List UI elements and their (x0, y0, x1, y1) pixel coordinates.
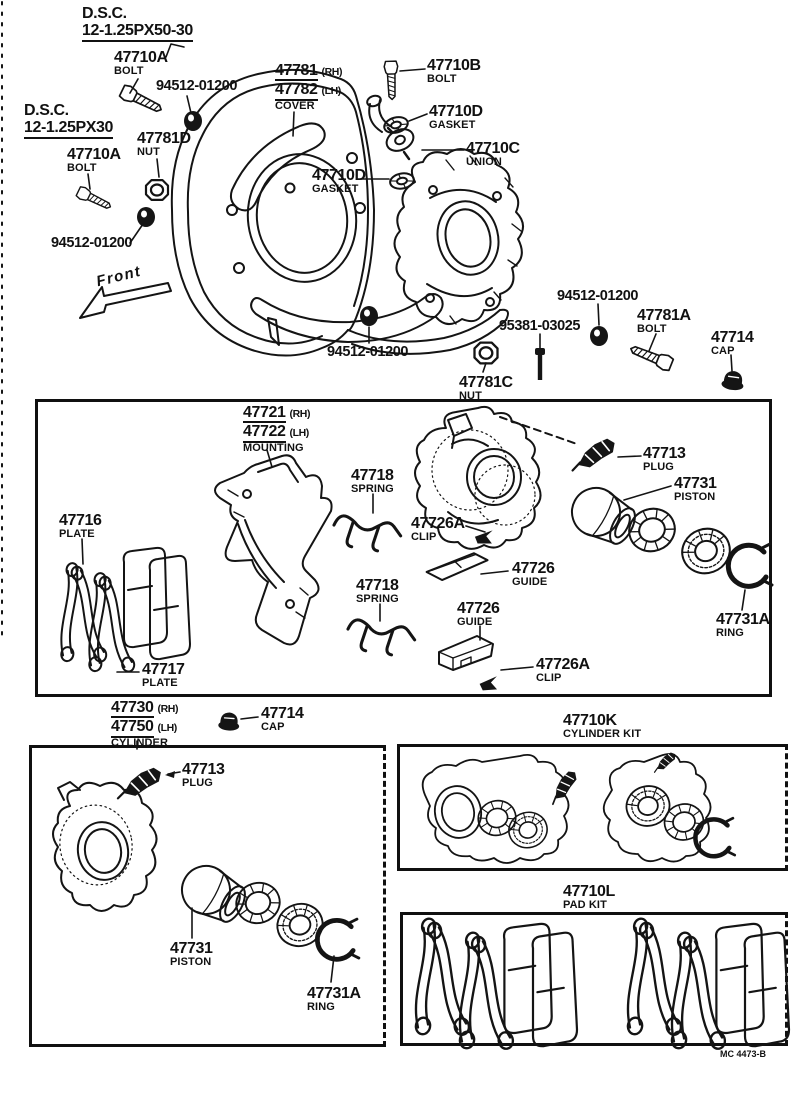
washer-center-art (359, 305, 379, 327)
label-union: 47710C UNION (466, 140, 520, 169)
ring-bottom-art (317, 919, 358, 959)
label-nut-c: 47781C NUT (459, 374, 513, 403)
caliper-mid-art (414, 405, 542, 550)
pad-pair-art (122, 546, 191, 661)
cylinder-kit-box (397, 744, 788, 871)
label-screw: 95381-03025 (499, 318, 581, 334)
label-clip-lower: 47726A CLIP (536, 656, 590, 685)
label-plate-inner: 47716 PLATE (59, 512, 102, 541)
label-bolt-lower: 47710A BOLT (67, 146, 121, 175)
label-washer-center: 94512-01200 (327, 344, 409, 360)
label-dsc-upper: D.S.C. 12-1.25PX50-30 (82, 5, 193, 42)
leader-lines (81, 68, 746, 983)
cylinder-kit-art (421, 753, 712, 864)
label-washer-left: 94512-01200 (51, 235, 133, 251)
front-arrow (79, 282, 172, 319)
cap-bottom-art (217, 710, 242, 733)
cylinder-detail-box (29, 745, 386, 1047)
label-cylinder: 47730(RH) 47750(LH) CYLINDER (111, 699, 179, 749)
washer-right-art (589, 325, 609, 347)
label-dsc-lower: D.S.C. 12-1.25PX30 (24, 102, 113, 139)
label-plug-bottom: 47713 PLUG (182, 761, 225, 790)
label-spring-lower: 47718 SPRING (356, 577, 399, 606)
label-ring-mid: 47731A RING (716, 611, 770, 640)
cap-top-art (719, 368, 747, 393)
label-plug-mid: 47713 PLUG (643, 445, 686, 474)
label-washer-right: 94512-01200 (557, 288, 639, 304)
gasket-upper-art (381, 113, 411, 137)
label-cylinder-kit: 47710K CYLINDER KIT (563, 712, 642, 741)
piston-mid-art (562, 478, 644, 553)
washer-left-art (136, 206, 156, 228)
label-spring-upper: 47718 SPRING (351, 467, 394, 496)
label-clip-upper: 47726A CLIP (411, 515, 465, 544)
label-gasket-lower: 47710D GASKET (312, 167, 366, 196)
cylinder-bottom-art (52, 781, 158, 912)
screw-art (534, 347, 546, 381)
pad-kit-set-left (404, 918, 577, 1052)
label-cap-bottom: 47714 CAP (261, 705, 304, 734)
drawing-code: MC 4473-B (720, 1049, 767, 1059)
label-plate-outer: 47717 PLATE (142, 661, 185, 690)
label-washer-upper: 94512-01200 (156, 78, 238, 94)
washer-upper-art (183, 110, 203, 132)
label-pad-kit: 47710L PAD KIT (563, 883, 615, 912)
label-piston-bottom: 47731 PISTON (170, 940, 213, 969)
label-bolt-b: 47710B BOLT (427, 57, 481, 86)
label-guide-upper: 47726 GUIDE (512, 560, 555, 589)
caliper-assembly-box (35, 399, 772, 697)
plug-dashed-leader (499, 416, 578, 445)
pad-kit-set-right (616, 918, 789, 1052)
plug-mid-art (567, 436, 620, 472)
label-cap-top: 47714 CAP (711, 329, 754, 358)
label-bolt-a: 47781A BOLT (637, 307, 691, 336)
gasket-lower-art (387, 170, 417, 192)
label-nut-d: 47781D NUT (137, 130, 191, 159)
caliper-top-art (393, 148, 524, 325)
label-gasket-upper: 47710D GASKET (429, 103, 483, 132)
mounting-bracket-art (214, 454, 333, 646)
label-mounting: 47721(RH) 47722(LH) MOUNTING (243, 404, 311, 454)
leader-arrowhead (165, 771, 175, 778)
label-piston-mid: 47731 PISTON (674, 475, 717, 504)
label-ring-bottom: 47731A RING (307, 985, 361, 1014)
nut-d-art (144, 179, 170, 201)
guide-lower-art (438, 635, 494, 671)
dust-cover-art (170, 68, 509, 357)
label-guide-lower: 47726 GUIDE (457, 600, 500, 629)
label-bolt-upper: 47710A BOLT (114, 49, 168, 78)
label-cover: 47781(RH) 47782(LH) COVER (275, 62, 343, 112)
spring-lower-art (346, 618, 417, 657)
clip-lower-art (477, 673, 500, 694)
nut-c-art (473, 341, 499, 365)
union-art (366, 94, 415, 161)
spring-upper-art (332, 514, 403, 553)
bolt-b-art (383, 60, 400, 101)
guide-upper-art (425, 549, 489, 585)
bolt-lower-art (74, 184, 114, 214)
ring-mid-art (728, 544, 772, 586)
